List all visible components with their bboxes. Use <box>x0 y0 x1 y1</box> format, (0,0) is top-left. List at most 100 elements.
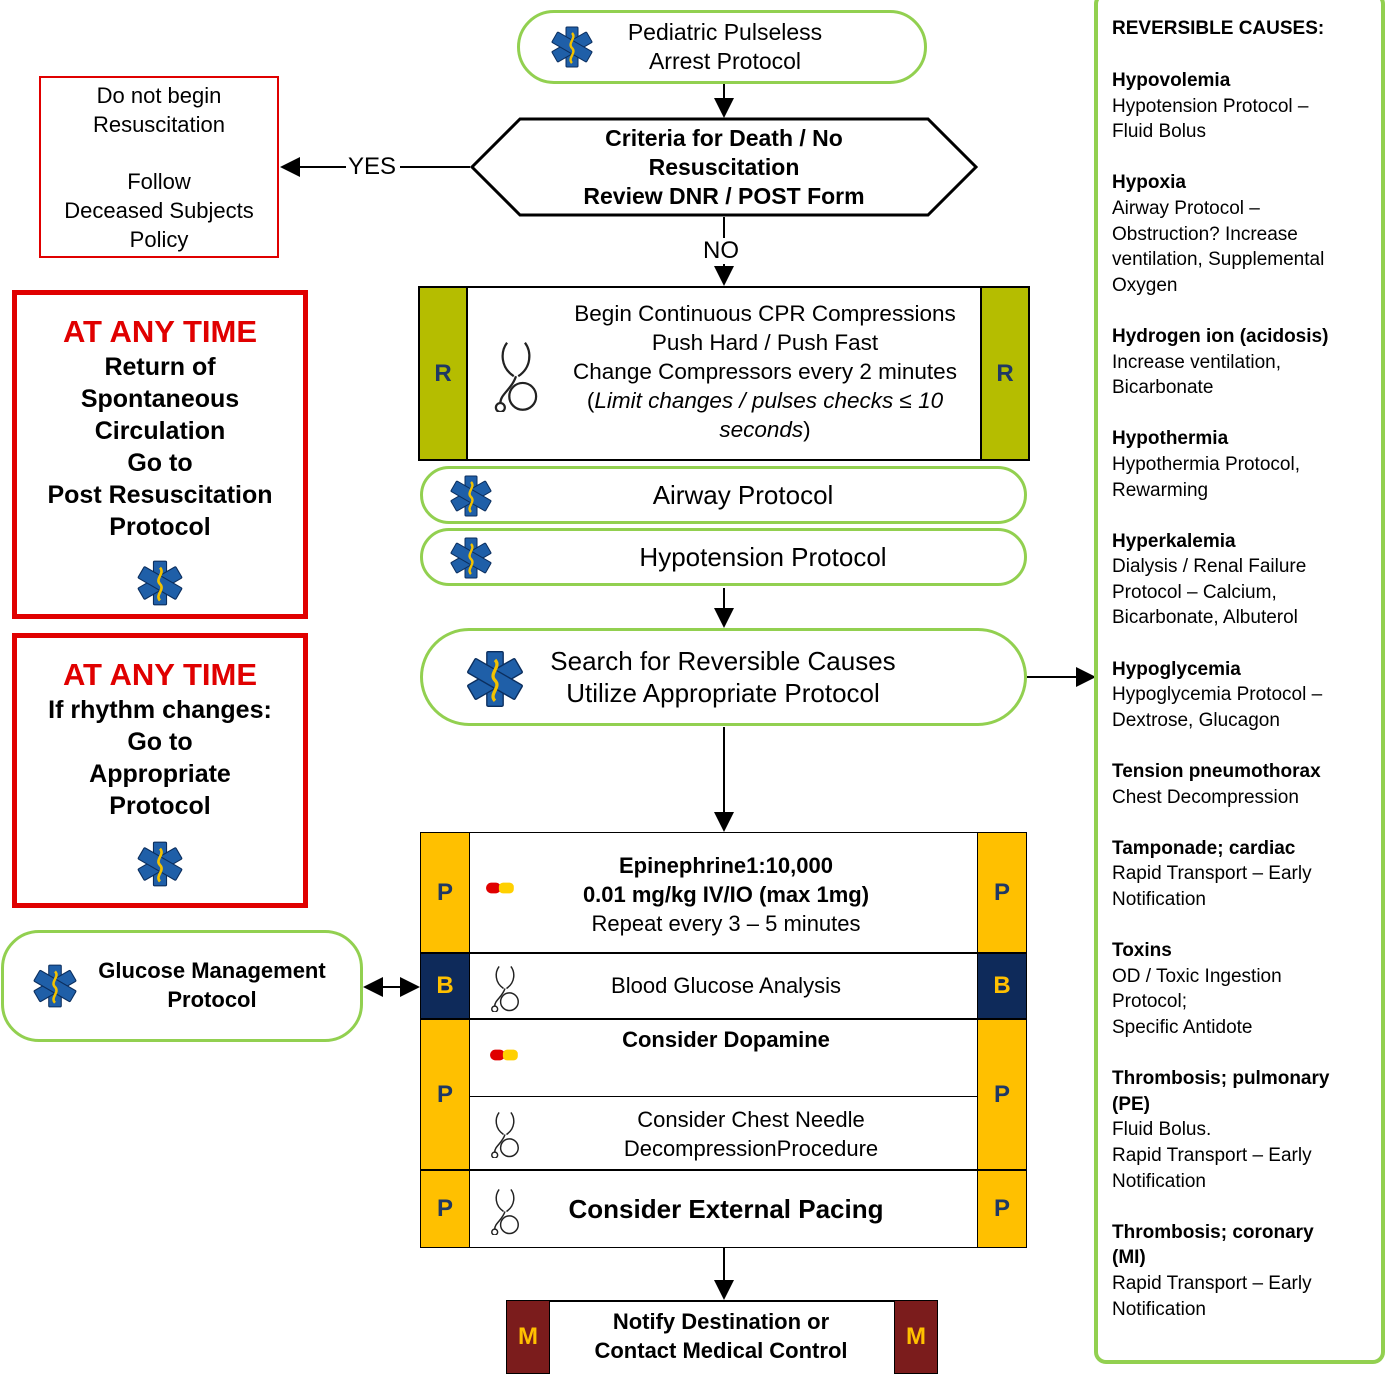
dopamine-label: Consider Dopamine <box>622 1027 830 1052</box>
decision-hexagon <box>470 117 978 217</box>
search-line2: Utilize Appropriate Protocol <box>566 678 880 708</box>
needle-line1: Consider Chest Needle <box>637 1107 865 1132</box>
cpr-line5: seconds) <box>719 416 811 442</box>
reversible-cause-name: Hydrogen ion (acidosis) <box>1112 325 1329 347</box>
dopamine-side-right: P <box>977 1019 1027 1170</box>
stethoscope-icon <box>491 965 519 1012</box>
rhythm-line2: Go to <box>127 728 193 756</box>
no-resus-line1: Do not begin <box>96 82 222 108</box>
no-resus-line4: Deceased Subjects <box>64 197 254 223</box>
rosc-line3: Circulation <box>94 417 226 445</box>
stethoscope-icon <box>491 1111 519 1158</box>
reversible-cause-detail: Hypotension Protocol – <box>1112 95 1309 117</box>
epi-line2: 0.01 mg/kg IV/IO (max 1mg) <box>582 881 870 907</box>
decision-line1: Criteria for Death / No <box>605 124 843 151</box>
star-of-life-icon <box>136 559 184 607</box>
medication-pill-icon <box>490 1049 518 1061</box>
glucose-management-pill[interactable]: Glucose Management Protocol <box>1 930 363 1042</box>
rosc-title: AT ANY TIME <box>62 314 258 349</box>
dopamine-needle-box: P P Consider Dopamine Consider Chest Nee… <box>420 1019 1027 1170</box>
rosc-line6: Protocol <box>109 513 211 541</box>
reversible-cause-detail: Notification <box>1112 1170 1206 1192</box>
glucose-label: Blood Glucose Analysis <box>611 973 841 998</box>
epi-line3: Repeat every 3 – 5 minutes <box>591 910 861 936</box>
star-of-life-icon <box>550 25 594 69</box>
reversible-cause-detail: OD / Toxic Ingestion <box>1112 965 1282 987</box>
notify-side-left: M <box>506 1300 550 1374</box>
reversible-cause-detail: Chest Decompression <box>1112 786 1299 808</box>
reversible-cause-detail: ventilation, Supplemental <box>1112 249 1325 271</box>
epinephrine-box: P P Epinephrine1:10,000 0.01 mg/kg IV/IO… <box>420 832 1027 953</box>
reversible-cause-detail: Increase ventilation, <box>1112 351 1281 373</box>
star-of-life-icon <box>136 840 184 888</box>
reversible-title: REVERSIBLE CAUSES: <box>1112 18 1325 39</box>
rosc-line2: Spontaneous <box>80 385 240 413</box>
reversible-cause-name: Toxins <box>1112 940 1172 962</box>
cpr-line2: Push Hard / Push Fast <box>651 329 879 355</box>
epi-side-right: P <box>977 832 1027 953</box>
header-pill: Pediatric Pulseless Arrest Protocol <box>517 10 927 84</box>
reversible-cause-name: Hypoglycemia <box>1112 658 1241 680</box>
reversible-cause-detail: Bicarbonate <box>1112 377 1214 399</box>
reversible-cause-name: Thrombosis; coronary <box>1112 1221 1314 1243</box>
stethoscope-icon <box>491 1188 519 1235</box>
hypotension-protocol-pill[interactable]: Hypotension Protocol <box>420 528 1027 586</box>
reversible-cause-detail: Rewarming <box>1112 479 1209 501</box>
reversible-cause-detail: Fluid Bolus <box>1112 121 1206 143</box>
rosc-line1: Return of <box>104 353 216 381</box>
external-pacing-box: P P Consider External Pacing <box>420 1170 1027 1248</box>
reversible-cause-name: Hypovolemia <box>1112 70 1231 91</box>
decision-line3: Review DNR / POST Form <box>583 182 865 209</box>
reversible-cause-detail: Fluid Bolus. <box>1112 1119 1212 1141</box>
epi-side-left: P <box>420 832 470 953</box>
reversible-cause-name: Hypothermia <box>1112 428 1229 450</box>
reversible-cause-detail: Protocol; <box>1112 991 1187 1013</box>
stethoscope-icon <box>494 341 538 412</box>
reversible-cause-name: Tamponade; cardiac <box>1112 837 1296 859</box>
reversible-cause-detail: Dialysis / Renal Failure <box>1112 556 1307 578</box>
reversible-cause-detail: Hypoglycemia Protocol – <box>1112 684 1323 706</box>
reversible-cause-detail: Rapid Transport – Early <box>1112 863 1312 885</box>
reversible-cause-detail: Rapid Transport – Early <box>1112 1272 1312 1294</box>
reversible-cause-detail: Dextrose, Glucagon <box>1112 709 1280 731</box>
reversible-cause-detail: Obstruction? Increase <box>1112 223 1298 245</box>
no-label: NO <box>703 237 739 264</box>
reversible-cause-detail: Protocol – Calcium, <box>1112 581 1277 603</box>
reversible-cause-name: (MI) <box>1112 1247 1146 1269</box>
reversible-cause-name: (PE) <box>1112 1093 1150 1115</box>
rhythm-line4: Protocol <box>109 792 211 820</box>
hypotension-label: Hypotension Protocol <box>639 541 887 572</box>
reversible-cause-item: Thrombosis; coronary (MI) Rapid Transport … <box>1112 1220 1382 1322</box>
cpr-box: R R Begin Continuous CPR Compressions Pu… <box>418 286 1030 461</box>
pacing-side-left: P <box>420 1170 470 1248</box>
rosc-line5: Post Resuscitation <box>47 481 273 509</box>
reversible-cause-detail: Notification <box>1112 889 1206 910</box>
decision-line2: Resuscitation <box>648 153 800 180</box>
pacing-side-right: P <box>977 1170 1027 1248</box>
yes-label: YES <box>348 153 397 180</box>
reversible-cause-detail: Bicarbonate, Albuterol <box>1112 607 1298 629</box>
cpr-side-right: R <box>980 286 1030 461</box>
reversible-cause-name: Thrombosis; pulmonary <box>1112 1068 1330 1090</box>
reversible-cause-name: Hyperkalemia <box>1112 530 1236 552</box>
reversible-cause-detail: Notification <box>1112 1298 1206 1320</box>
cpr-line1: Begin Continuous CPR Compressions <box>574 300 956 326</box>
notify-line1: Notify Destination or <box>612 1309 830 1334</box>
reversible-cause-detail: Hypothermia Protocol, <box>1112 453 1300 475</box>
notify-line2: Contact Medical Control <box>594 1338 848 1363</box>
pacing-label: Consider External Pacing <box>568 1193 884 1224</box>
reversible-cause-detail: Oxygen <box>1112 274 1178 296</box>
decision-text: Criteria for Death / No Resuscitation Re… <box>520 121 928 213</box>
airway-protocol-pill[interactable]: Airway Protocol <box>420 466 1027 524</box>
blood-glucose-box: B B Blood Glucose Analysis <box>420 953 1027 1019</box>
no-resuscitation-box: Do not begin Resuscitation Follow Deceas… <box>39 76 279 258</box>
no-resus-line3: Follow <box>127 168 191 194</box>
header-line2: Arrest Protocol <box>648 48 802 74</box>
glucose-side-right: B <box>977 953 1027 1019</box>
star-of-life-icon <box>32 963 78 1009</box>
glucose-mgmt-line1: Glucose Management <box>98 958 326 983</box>
reversible-cause-detail: Specific Antidote <box>1112 1016 1253 1038</box>
search-reversible-causes-pill: Search for Reversible Causes Utilize App… <box>420 628 1027 726</box>
star-of-life-icon <box>449 536 493 580</box>
